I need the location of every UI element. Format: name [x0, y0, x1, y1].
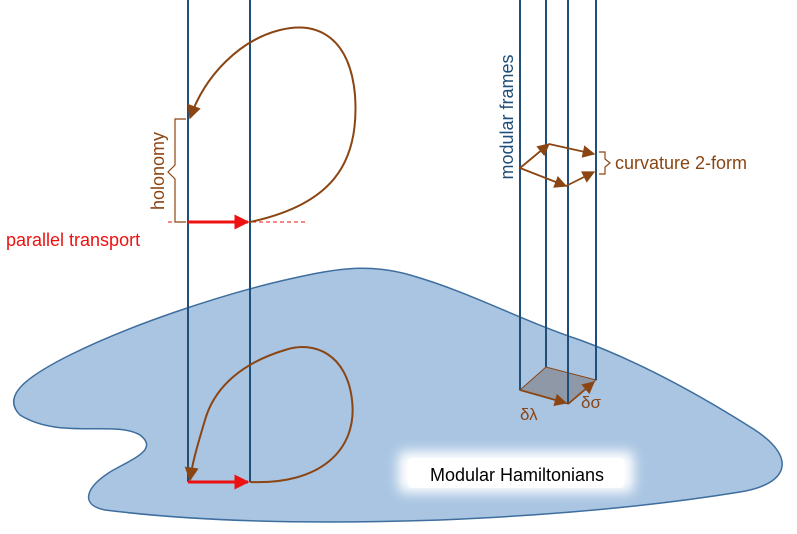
base-loop-curve: [184, 346, 354, 484]
curvature-brace: [599, 151, 611, 175]
modular-hamiltonian-surface: [13, 267, 783, 523]
delta-lambda-label: δλ: [520, 405, 538, 424]
parallel-transport-label: parallel transport: [6, 230, 140, 250]
holonomy-brace: [167, 118, 186, 223]
delta-sigma-arrow: [567, 381, 595, 405]
curvature-arrow-lower-1: [519, 167, 568, 188]
modular-frames-label: modular frames: [497, 54, 517, 179]
delta-sigma-label: δσ: [581, 393, 601, 412]
holonomy-label: holonomy: [148, 132, 168, 210]
modular-hamiltonians-label: Modular Hamiltonians: [430, 465, 604, 485]
delta-lambda-arrow: [519, 389, 568, 406]
curvature-arrow-upper-1: [519, 143, 550, 169]
curvature-label: curvature 2-form: [615, 153, 747, 173]
surface-label-bg: [408, 458, 624, 488]
curvature-arrow-lower-2: [565, 171, 596, 187]
lifted-loop-curve: [187, 26, 357, 223]
curvature-arrow-upper-2: [548, 143, 596, 158]
